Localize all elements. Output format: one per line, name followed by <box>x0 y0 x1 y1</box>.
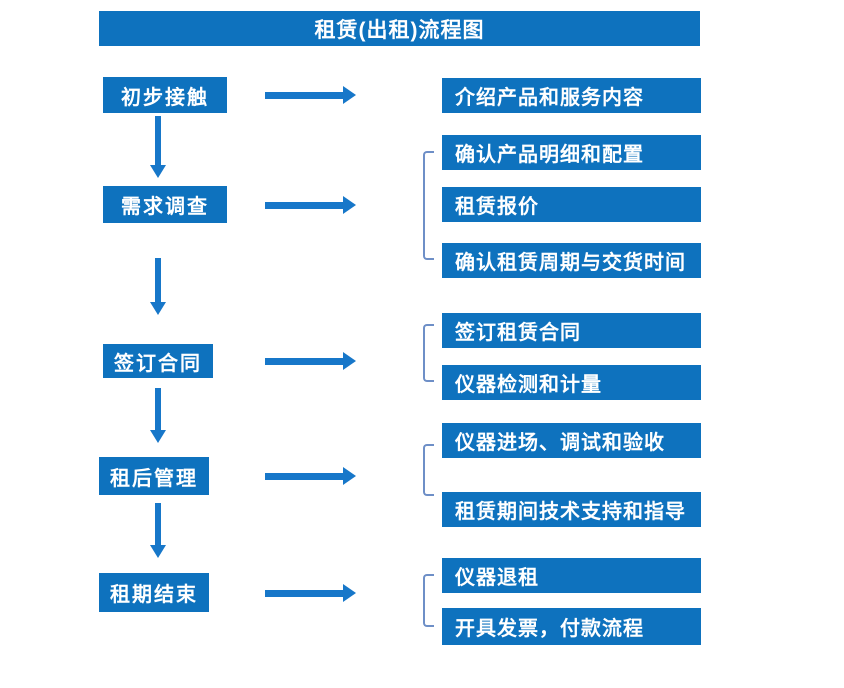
step-box-sign-contract: 签订合同 <box>103 344 213 378</box>
group-bracket-icon <box>423 151 434 260</box>
output-box-instrument-setup: 仪器进场、调试和验收 <box>442 423 701 458</box>
down-arrow-icon <box>150 258 166 315</box>
step-box-initial-contact: 初步接触 <box>103 77 227 113</box>
down-arrow-icon <box>150 503 166 558</box>
step-box-demand-survey: 需求调查 <box>103 186 227 223</box>
output-box-sign-rental-contract: 签订租赁合同 <box>442 313 701 348</box>
output-box-invoice-payment: 开具发票，付款流程 <box>442 608 701 645</box>
down-arrow-icon <box>150 116 166 178</box>
right-arrow-icon <box>265 196 356 214</box>
group-bracket-icon <box>423 444 434 496</box>
group-bracket-icon <box>423 574 434 627</box>
right-arrow-icon <box>265 584 356 602</box>
group-bracket-icon <box>423 324 434 382</box>
diagram-title: 租赁(出租)流程图 <box>99 11 700 46</box>
output-box-instrument-return: 仪器退租 <box>442 558 701 593</box>
right-arrow-icon <box>265 86 356 104</box>
step-box-rental-end: 租期结束 <box>99 573 209 612</box>
output-box-tech-support: 租赁期间技术支持和指导 <box>442 492 701 527</box>
right-arrow-icon <box>265 352 356 370</box>
output-box-rental-quotation: 租赁报价 <box>442 187 701 222</box>
step-box-post-rental-management: 租后管理 <box>99 457 209 495</box>
output-box-instrument-testing: 仪器检测和计量 <box>442 365 701 400</box>
down-arrow-icon <box>150 388 166 443</box>
output-box-confirm-product-details: 确认产品明细和配置 <box>442 135 701 170</box>
output-box-introduce-products: 介绍产品和服务内容 <box>442 78 701 113</box>
output-box-confirm-rental-period: 确认租赁周期与交货时间 <box>442 243 701 278</box>
right-arrow-icon <box>265 467 356 485</box>
